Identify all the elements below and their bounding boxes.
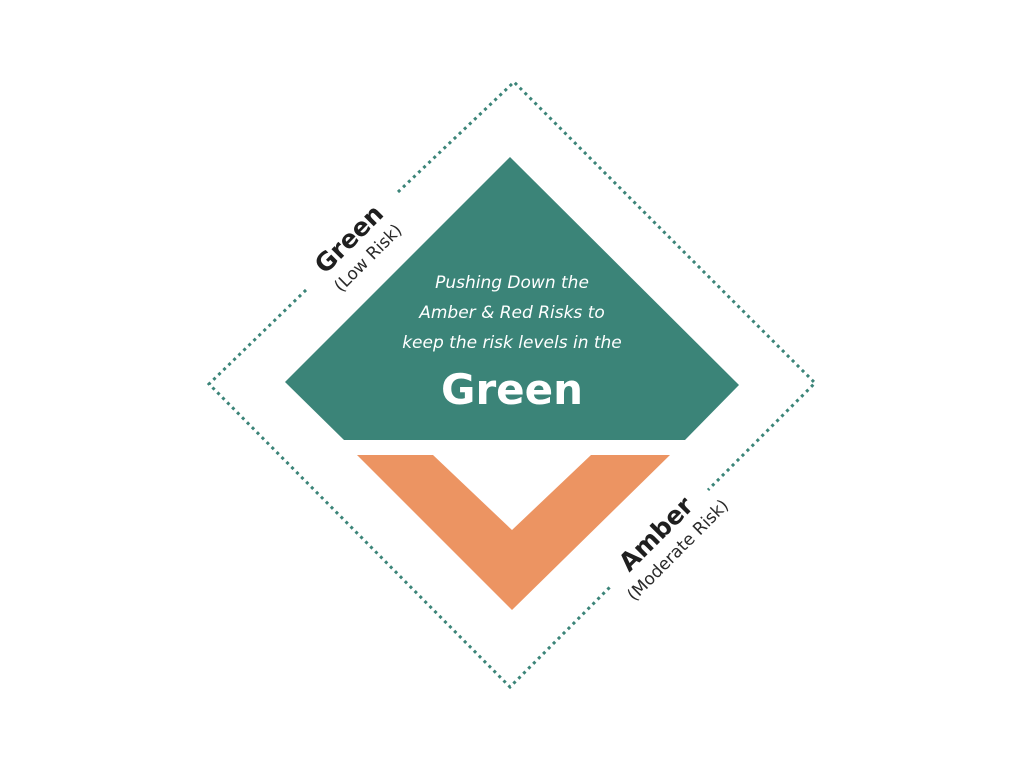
center-text-group: Pushing Down the Amber & Red Risks to ke…	[402, 273, 622, 414]
green-pentagon	[285, 157, 739, 440]
outer-dotted-diamond	[206, 79, 818, 690]
center-text-highlight: Green	[441, 365, 583, 414]
amber-chevron	[357, 455, 670, 610]
center-text-line-1: Pushing Down the	[435, 273, 589, 293]
center-text-line-3: keep the risk levels in the	[402, 333, 622, 353]
center-text-line-2: Amber & Red Risks to	[418, 303, 605, 323]
outline-top-right	[396, 79, 818, 492]
